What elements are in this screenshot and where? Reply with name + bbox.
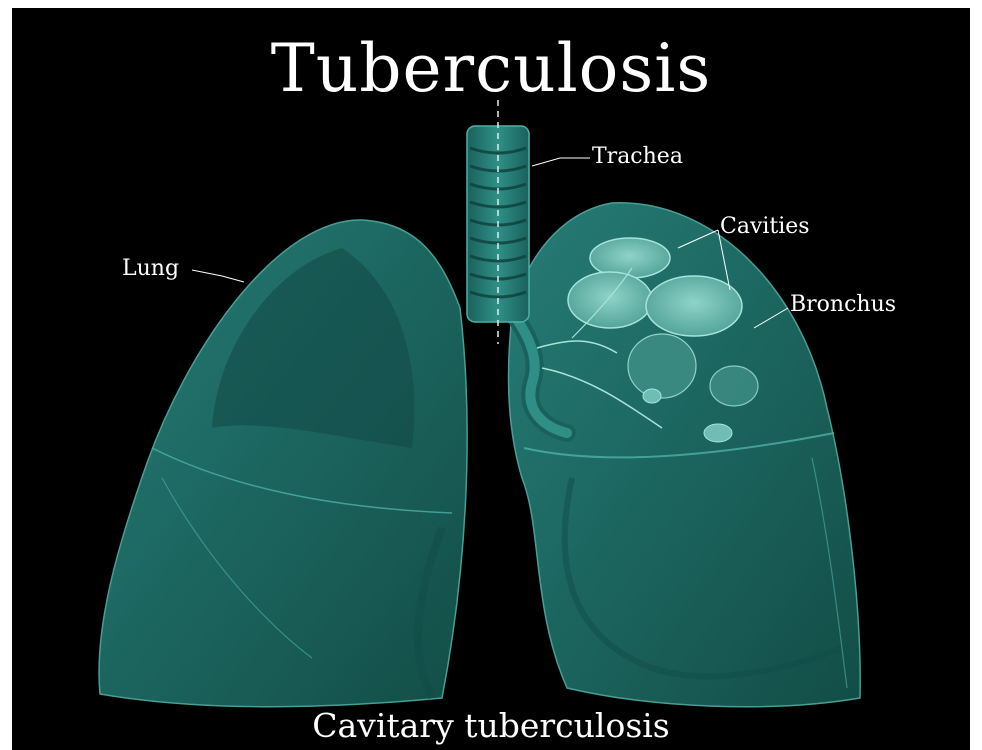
- cavity: [704, 424, 732, 442]
- label-lung: Lung: [122, 256, 179, 281]
- cavity: [710, 366, 758, 406]
- label-cavities: Cavities: [720, 214, 810, 239]
- label-bronchus: Bronchus: [790, 292, 896, 317]
- trachea: [467, 100, 529, 344]
- lungs-illustration: [12, 8, 970, 750]
- diagram-caption: Cavitary tuberculosis: [12, 706, 970, 745]
- cavity: [643, 389, 661, 403]
- diagram-canvas: Tuberculosis: [12, 8, 970, 750]
- cavity: [568, 272, 652, 328]
- cavity: [646, 276, 742, 336]
- label-trachea: Trachea: [592, 144, 683, 169]
- cavity: [628, 334, 696, 398]
- left-lung: [99, 220, 467, 707]
